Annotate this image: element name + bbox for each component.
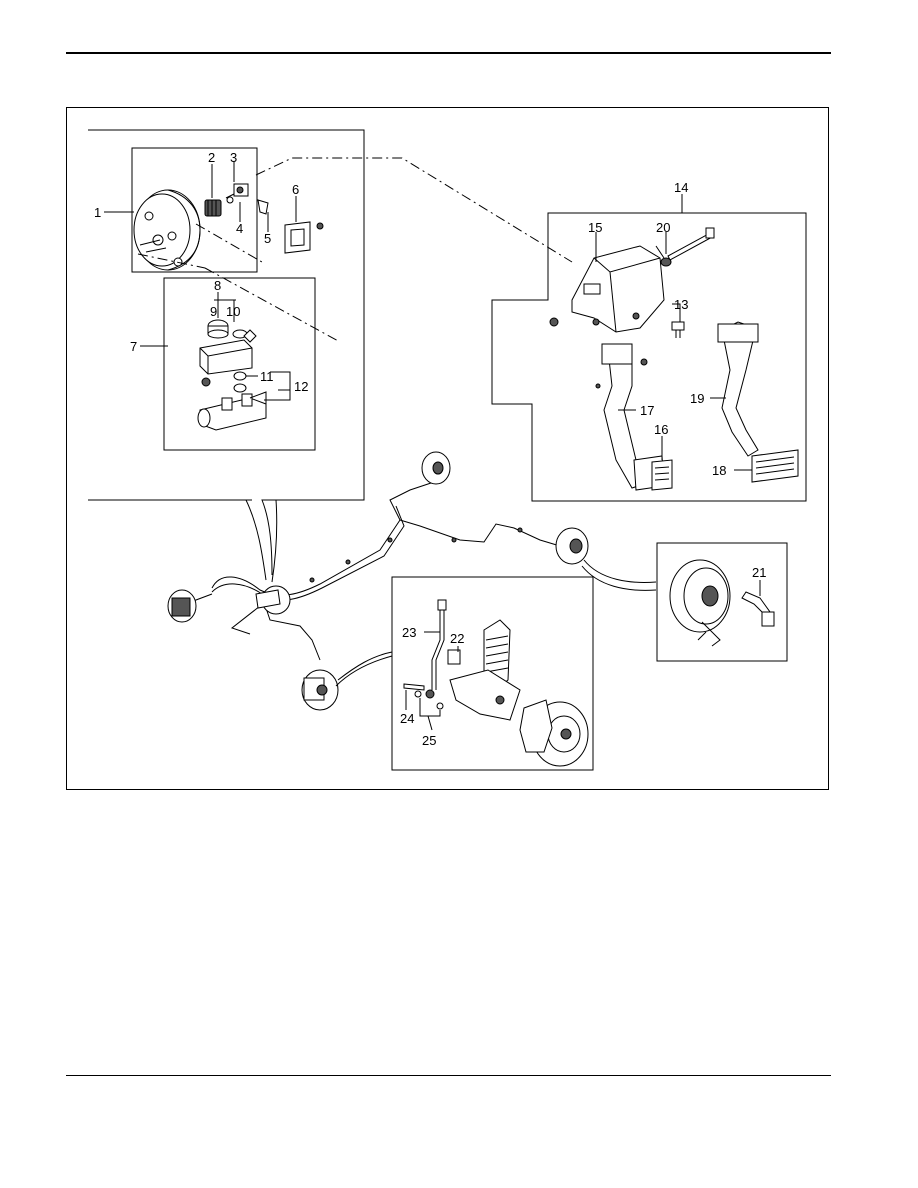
stop-lamp-switch [671, 321, 685, 338]
master-cylinder [197, 391, 267, 431]
front-caliper [519, 699, 553, 753]
booster-seal [204, 199, 222, 217]
callout-16: 16 [654, 422, 668, 437]
pedal-bracket [549, 245, 665, 333]
brake-pedal-pad [651, 459, 673, 491]
rear-right-drum [555, 527, 589, 565]
footer-rule [66, 1075, 831, 1076]
pedal-inset-outline [491, 212, 807, 502]
check-valve [225, 183, 249, 204]
callout-10: 10 [226, 304, 240, 319]
callout-25: 25 [422, 733, 436, 748]
callout-6: 6 [292, 182, 299, 197]
booster-inset-outline [88, 129, 365, 576]
clip [257, 199, 269, 215]
callout-2: 2 [208, 150, 215, 165]
fluid-reservoir [199, 329, 257, 375]
brake-hose-front [431, 599, 447, 690]
booster-inset-leader [245, 499, 278, 583]
accelerator-pedal [717, 321, 759, 457]
brake-booster [133, 189, 201, 271]
diagram-frame [66, 107, 829, 790]
reference-line-booster-to-pedal [255, 157, 573, 263]
callout-4: 4 [236, 221, 243, 236]
hose-bolt [403, 683, 435, 699]
reference-line-booster [137, 223, 341, 343]
hose-washers [414, 690, 444, 710]
front-right-caliper [301, 669, 339, 711]
callout-5: 5 [264, 231, 271, 246]
reservoir-grommets [201, 371, 247, 393]
callout-12: 12 [294, 379, 308, 394]
callout-leaders [104, 162, 761, 731]
master-cylinder-box [163, 277, 316, 451]
booster-gasket [284, 221, 324, 254]
callout-9: 9 [210, 304, 217, 319]
rear-left-drum [421, 451, 451, 485]
callout-23: 23 [402, 625, 416, 640]
rear-drum-inset-outline [656, 542, 788, 662]
front-left-caliper [167, 589, 197, 623]
callout-1: 1 [94, 205, 101, 220]
callout-18: 18 [712, 463, 726, 478]
accelerator-pedal-pad [751, 449, 799, 483]
callout-15: 15 [588, 220, 602, 235]
callout-11: 11 [260, 369, 274, 384]
booster-box [131, 147, 258, 273]
hose-clip [447, 649, 461, 665]
callout-20: 20 [656, 220, 670, 235]
callout-24: 24 [400, 711, 414, 726]
callout-8: 8 [214, 278, 221, 293]
header-rule [66, 52, 831, 54]
callout-21: 21 [752, 565, 766, 580]
bushing [655, 245, 672, 267]
callout-22: 22 [450, 631, 464, 646]
callout-19: 19 [690, 391, 704, 406]
booster-assembly-small [255, 585, 291, 615]
callout-13: 13 [674, 297, 688, 312]
rear-drum-leader [581, 559, 657, 591]
callout-14: 14 [674, 180, 688, 195]
steering-knuckle [449, 669, 521, 721]
callout-3: 3 [230, 150, 237, 165]
rear-drum-detail [669, 559, 731, 647]
front-caliper-leader [335, 651, 393, 687]
reservoir-cap [207, 319, 229, 339]
callout-17: 17 [640, 403, 654, 418]
callout-7: 7 [130, 339, 137, 354]
pedal-bolt [667, 227, 715, 261]
rear-brake-hose [741, 591, 775, 627]
front-brake-inset-outline [391, 576, 594, 771]
